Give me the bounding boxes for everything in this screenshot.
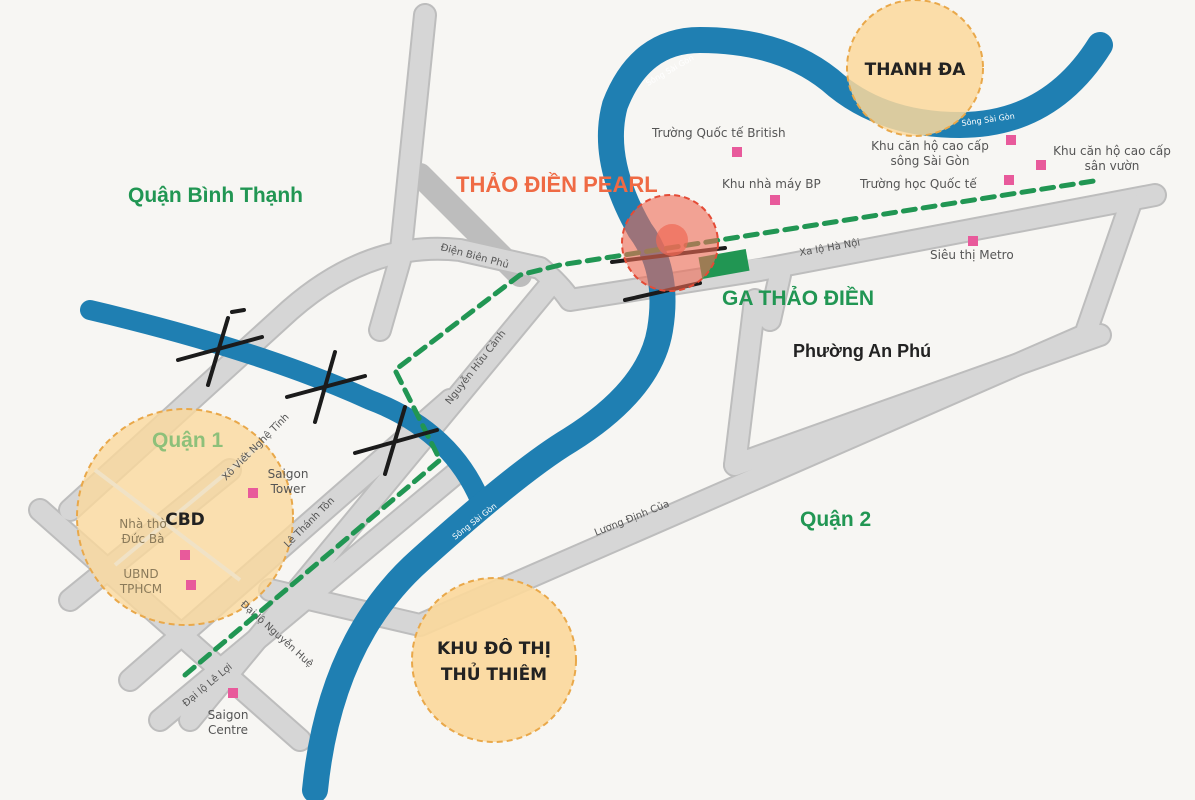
poi-label-apt-garden-1: Khu căn hộ cao cấp	[1053, 144, 1171, 158]
bridge-1	[176, 308, 264, 387]
poi-label-metro-market: Siêu thị Metro	[930, 248, 1014, 262]
poi-bp-factory	[770, 195, 780, 205]
zone-label-thu-thiem-1: KHU ĐÔ THỊ	[437, 637, 551, 659]
district-binh-thanh: Quận Bình Thạnh	[128, 184, 303, 207]
zone-label-thu-thiem-2: THỦ THIÊM	[441, 661, 547, 685]
poi-label-saigon-tower-2: Tower	[270, 482, 306, 496]
bridge-3	[353, 405, 439, 476]
poi-label-cathedral-1: Nhà thờ	[119, 517, 167, 531]
cbd-roads	[93, 443, 262, 582]
bridge-2	[285, 350, 367, 424]
poi-ubnd	[186, 580, 196, 590]
poi-label-bp-factory: Khu nhà máy BP	[722, 177, 821, 191]
poi-label-saigon-centre-1: Saigon	[208, 708, 249, 722]
zone-label-thanh-da: THANH ĐA	[865, 60, 967, 80]
poi-saigon-centre	[228, 688, 238, 698]
poi-intl-school	[1004, 175, 1014, 185]
poi-saigon-tower	[248, 488, 258, 498]
zone-label-cbd: CBD	[165, 510, 205, 530]
poi-label-apt-saigon-1: Khu căn hộ cao cấp	[871, 139, 989, 153]
poi-label-apt-saigon-2: sông Sài Gòn	[891, 154, 970, 168]
road-network	[28, 3, 1167, 752]
metro-line	[182, 177, 1103, 678]
zone-thu-thiem	[411, 577, 577, 743]
poi-label-british-school: Trường Quốc tế British	[651, 126, 786, 140]
poi-label-ubnd-2: TPHCM	[119, 582, 162, 596]
station-label: GA THẢO ĐIỀN	[722, 287, 874, 310]
project-title: THẢO ĐIỀN PEARL	[456, 172, 658, 197]
poi-label-ubnd-1: UBND	[123, 567, 158, 581]
poi-metro-market	[968, 236, 978, 246]
poi-apt-saigon	[1006, 135, 1016, 145]
road-label-nguyen-huu-canh: Nguyễn Hữu Cảnh	[442, 327, 508, 407]
poi-label-apt-garden-2: sân vườn	[1085, 159, 1140, 173]
poi-label-cathedral-2: Đức Bà	[122, 532, 165, 546]
poi-british-school	[732, 147, 742, 157]
poi-label-saigon-centre-2: Centre	[208, 723, 248, 737]
poi-label-saigon-tower-1: Saigon	[268, 467, 309, 481]
zone-thanh-da	[846, 0, 984, 137]
poi-cathedral	[180, 550, 190, 560]
district-quan2: Quận 2	[800, 508, 871, 531]
district-quan1: Quận 1	[152, 429, 224, 452]
poi-markers	[180, 135, 1046, 698]
poi-label-intl-school: Trường học Quốc tế	[859, 177, 977, 191]
ward-label: Phường An Phú	[793, 341, 931, 361]
project-dot	[656, 224, 688, 256]
poi-apt-garden	[1036, 160, 1046, 170]
